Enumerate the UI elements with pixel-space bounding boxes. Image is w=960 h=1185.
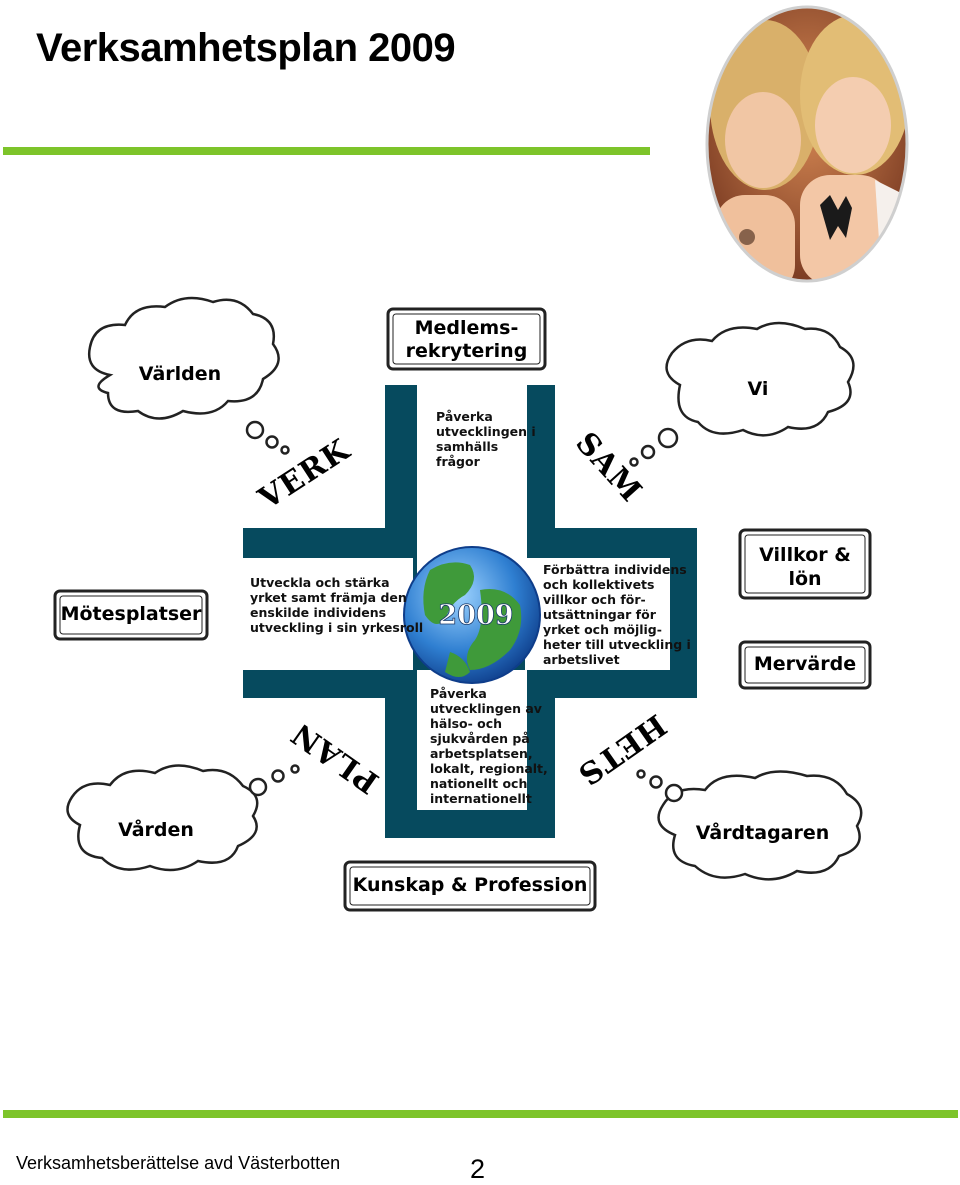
cloud-varden — [66, 764, 300, 872]
cross-text-left: Utveckla och stärka yrket samt främja de… — [250, 575, 424, 635]
cross-panel-right — [525, 558, 670, 670]
cross-text-right: Förbättra individens och kollektivets vi… — [543, 562, 691, 667]
footer-divider — [3, 1110, 958, 1118]
globe-label: 2009 — [438, 600, 513, 631]
cross-panel-top — [417, 385, 527, 575]
cross-text-bottom: Påverka utvecklingen av hälso- och sjukv… — [430, 686, 548, 806]
diagram-graphics: 2009 — [53, 296, 872, 912]
box-mervarde: Mervärde — [753, 653, 857, 675]
cloud-vardtagaren — [636, 769, 863, 881]
cloud-label-varden: Vården — [118, 819, 194, 841]
box-mervarde-frame — [738, 640, 872, 690]
children-photo — [705, 5, 909, 283]
cross-panel-bottom — [417, 670, 527, 810]
box-motesplatser: Mötesplatser — [60, 603, 202, 625]
page-number: 2 — [470, 1154, 486, 1184]
cloud-label-varlden: Världen — [138, 363, 222, 385]
cross-panel-left — [243, 558, 413, 670]
box-medlemsrekrytering-frame — [386, 307, 547, 371]
box-medlemsrekrytering: Medlems- rekrytering — [405, 317, 528, 362]
header-divider — [3, 147, 650, 155]
cloud-label-vardtagaren: Vårdtagaren — [695, 822, 830, 844]
box-motesplatser-frame — [53, 589, 209, 641]
cloud-varlden — [87, 296, 290, 455]
box-villkor: Villkor & lön — [759, 544, 851, 590]
activity-diagram: 2009 — [0, 290, 960, 930]
box-kunskap: Kunskap & Profession — [352, 874, 588, 896]
cloud-vi — [629, 321, 855, 467]
footer-text: Verksamhetsberättelse avd Västerbotten — [16, 1153, 341, 1173]
page-title: Verksamhetsplan 2009 — [36, 26, 456, 70]
globe-icon — [403, 546, 541, 684]
cross-text-top: Påverka utvecklingen i samhälls frågor — [436, 409, 536, 469]
box-kunskap-frame — [343, 860, 597, 912]
cloud-label-vi: Vi — [747, 378, 769, 400]
box-villkor-frame — [738, 528, 872, 600]
